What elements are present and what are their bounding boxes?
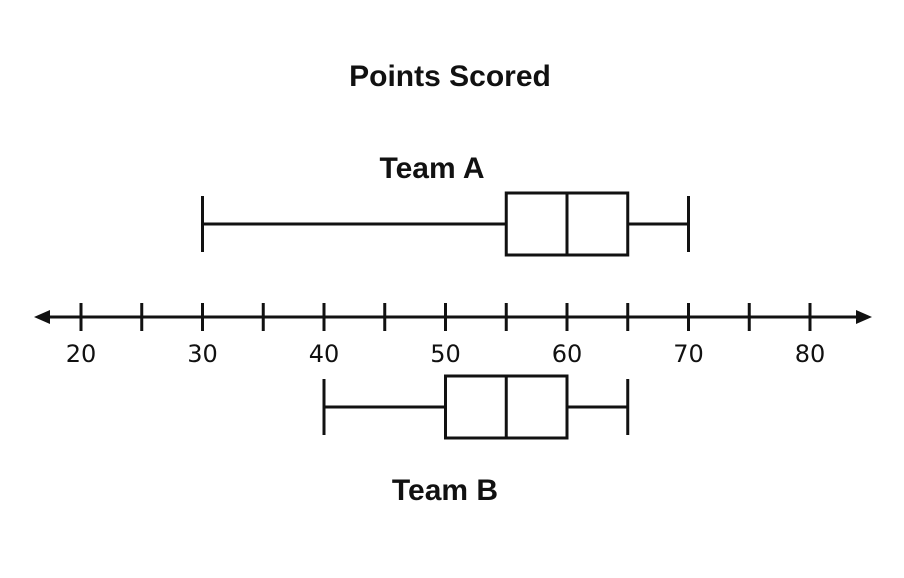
tick-label-80: 80 [795,340,826,368]
chart-title: Points Scored [349,60,551,93]
tick-label-30: 30 [187,340,218,368]
axis-arrow-left [34,310,50,324]
team-a-box-plot [201,191,690,257]
tick-label-40: 40 [309,340,340,368]
number-line-axis: 20 30 40 50 60 70 80 [34,303,872,368]
tick-label-70: 70 [673,340,704,368]
axis-arrow-right [856,310,872,324]
tick-label-50: 50 [430,340,461,368]
team-b-label: Team B [392,474,498,507]
tick-label-20: 20 [66,340,97,368]
tick-label-60: 60 [552,340,583,368]
team-b-box-plot [322,374,630,440]
team-a-label: Team A [379,152,484,185]
